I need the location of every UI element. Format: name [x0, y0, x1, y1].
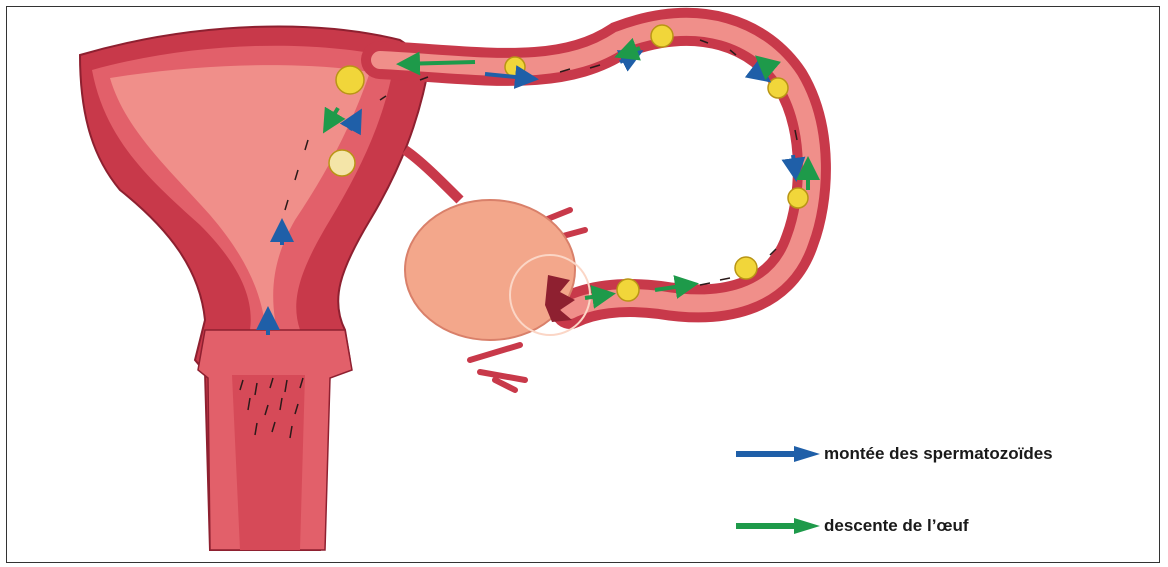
- legend-label-egg-descent: descente de l’œuf: [824, 516, 969, 536]
- green-arrow-icon: [736, 518, 822, 534]
- blue-arrow-icon: [736, 446, 822, 462]
- legend-item-sperm-ascent: montée des spermatozoïdes: [736, 434, 1156, 474]
- legend-label-sperm-ascent: montée des spermatozoïdes: [824, 444, 1053, 464]
- ovarian-ligament: [405, 150, 460, 200]
- vaginal-canal: [232, 375, 305, 550]
- ovary: [405, 200, 575, 340]
- legend-item-egg-descent: descente de l’œuf: [736, 506, 1156, 546]
